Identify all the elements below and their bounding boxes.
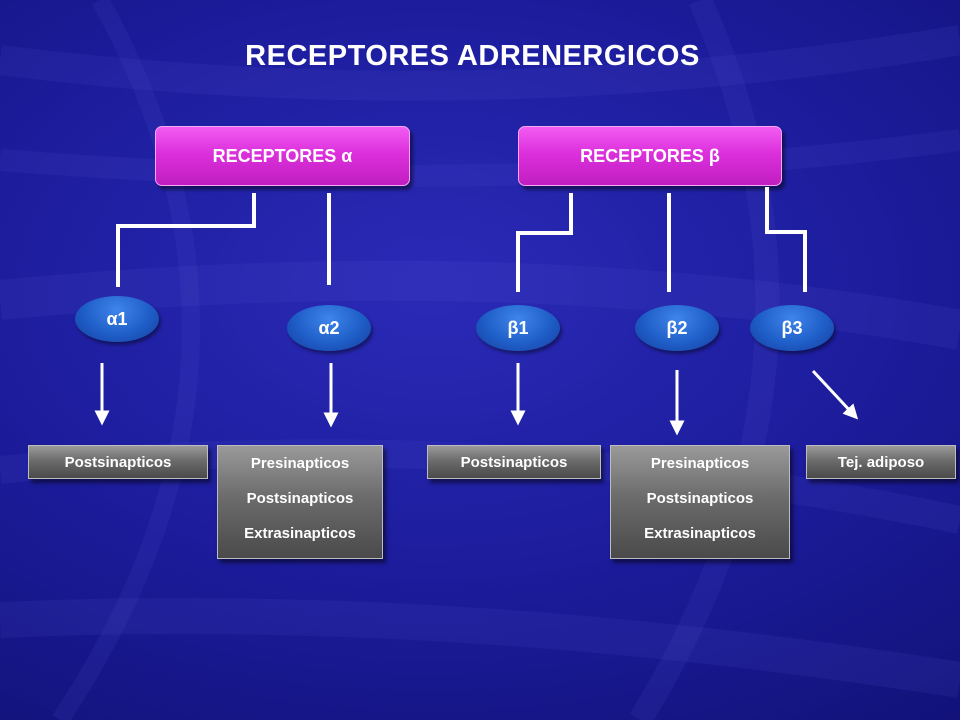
- location-item: Postsinapticos: [646, 490, 754, 507]
- receptor-alpha-1: α1: [75, 296, 159, 342]
- connector-alpha-a1: [116, 193, 256, 287]
- receptor-alpha-2: α2: [287, 305, 371, 351]
- location-item: Postsinapticos: [246, 490, 354, 507]
- receptor-beta-3: β3: [750, 305, 834, 351]
- category-alpha: RECEPTORES α: [155, 126, 410, 186]
- location-box-b2: Presinapticos Postsinapticos Extrasinapt…: [610, 445, 790, 559]
- slide-title: RECEPTORES ADRENERGICOS: [245, 40, 700, 72]
- arrow-b3-diagonal: [811, 369, 859, 420]
- location-item: Presinapticos: [650, 455, 750, 472]
- connector-beta-b3: [765, 187, 807, 292]
- location-item: Presinapticos: [250, 455, 350, 472]
- location-box-a2: Presinapticos Postsinapticos Extrasinapt…: [217, 445, 383, 559]
- connector-beta-b1: [516, 193, 573, 292]
- location-box-b1: Postsinapticos: [427, 445, 601, 479]
- location-item: Extrasinapticos: [644, 525, 756, 542]
- category-beta: RECEPTORES β: [518, 126, 782, 186]
- location-box-a1: Postsinapticos: [28, 445, 208, 479]
- receptor-beta-2: β2: [635, 305, 719, 351]
- location-item: Extrasinapticos: [244, 525, 356, 542]
- location-box-b3: Tej. adiposo: [806, 445, 956, 479]
- receptor-beta-1: β1: [476, 305, 560, 351]
